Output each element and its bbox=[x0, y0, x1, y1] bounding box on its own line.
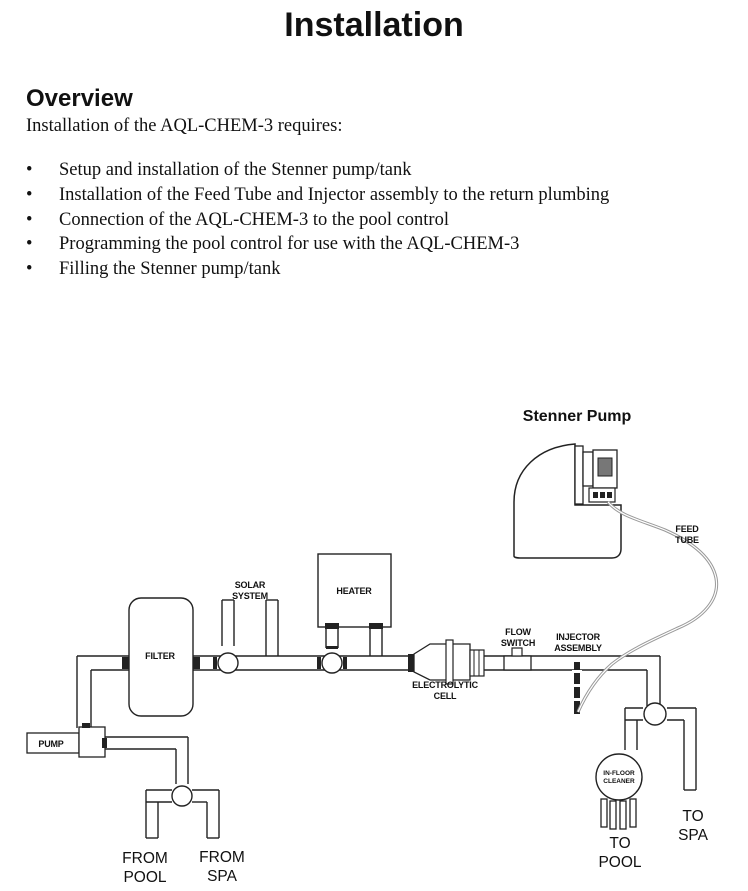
solar-valve bbox=[217, 652, 239, 674]
requirements-list: • Setup and installation of the Stenner p… bbox=[26, 158, 609, 282]
return-valve bbox=[643, 702, 667, 726]
list-item-text: Connection of the AQL-CHEM-3 to the pool… bbox=[59, 209, 449, 230]
return-branch-pipe bbox=[624, 707, 697, 791]
in-floor-cleaner-label: IN-FLOOR bbox=[603, 770, 635, 777]
to-spa-label: SPA bbox=[678, 827, 709, 844]
in-floor-cleaner-label: CLEANER bbox=[603, 778, 635, 785]
filter-label: FILTER bbox=[145, 651, 175, 661]
from-pool-label: POOL bbox=[123, 869, 166, 886]
suction-valve bbox=[171, 785, 193, 807]
list-item-text: Setup and installation of the Stenner pu… bbox=[59, 160, 412, 180]
section-title: Overview bbox=[26, 85, 133, 112]
solar-system-label: SYSTEM bbox=[232, 591, 268, 601]
flow-switch-label: SWITCH bbox=[501, 638, 535, 648]
to-spa-label: TO bbox=[682, 808, 703, 825]
bullet-icon: • bbox=[26, 259, 33, 280]
solar-system-label: SOLAR bbox=[235, 580, 266, 590]
flow-switch bbox=[503, 647, 532, 671]
heater bbox=[317, 553, 392, 629]
heater-label: HEATER bbox=[336, 586, 372, 596]
list-item: • Connection of the AQL-CHEM-3 to the poo… bbox=[26, 208, 609, 233]
electrolytic-cell-label: ELECTROLYTIC bbox=[412, 680, 478, 690]
flow-switch-label: FLOW bbox=[505, 627, 531, 637]
electrolytic-cell-label: CELL bbox=[434, 691, 457, 701]
heater-pipes bbox=[325, 627, 383, 656]
stenner-pump-heading: Stenner Pump bbox=[523, 408, 632, 425]
bullet-icon: • bbox=[26, 184, 33, 205]
list-item-text: Filling the Stenner pump/tank bbox=[59, 259, 281, 280]
in-floor-cleaner bbox=[595, 753, 643, 830]
injector-assembly-label: INJECTOR bbox=[556, 632, 600, 642]
list-item-text: Programming the pool control for use wit… bbox=[59, 234, 520, 255]
list-item: • Setup and installation of the Stenner p… bbox=[26, 158, 609, 183]
list-item-text: Installation of the Feed Tube and Inject… bbox=[59, 184, 610, 205]
list-item: • Filling the Stenner pump/tank bbox=[26, 257, 609, 282]
from-pool-label: FROM bbox=[122, 850, 168, 867]
bullet-icon: • bbox=[26, 234, 33, 255]
from-spa-label: FROM bbox=[199, 849, 245, 866]
from-spa-label: SPA bbox=[207, 868, 238, 885]
to-pool-label: TO bbox=[609, 835, 630, 852]
list-item: • Programming the pool control for use wi… bbox=[26, 232, 609, 257]
list-item: • Installation of the Feed Tube and Injec… bbox=[26, 183, 609, 208]
electrolytic-cell bbox=[408, 639, 485, 685]
bullet-icon: • bbox=[26, 160, 33, 180]
pump-to-filter-pipe bbox=[76, 655, 129, 728]
feed-tube-label: TUBE bbox=[675, 535, 699, 545]
injector-assembly bbox=[572, 662, 582, 714]
solar-pipes bbox=[221, 599, 279, 656]
injector-assembly-label: ASSEMBLY bbox=[554, 643, 602, 653]
pump bbox=[26, 723, 107, 758]
bullet-icon: • bbox=[26, 209, 33, 230]
filter bbox=[122, 597, 200, 717]
stenner-pump bbox=[513, 443, 622, 559]
page-title: Installation bbox=[284, 6, 464, 44]
pump-label: PUMP bbox=[38, 739, 63, 749]
feed-tube-label: FEED bbox=[675, 524, 699, 534]
suction-pipe bbox=[105, 736, 220, 839]
to-pool-label: POOL bbox=[598, 854, 641, 871]
heater-valve bbox=[321, 652, 343, 674]
intro-text: Installation of the AQL-CHEM-3 requires: bbox=[26, 116, 343, 136]
